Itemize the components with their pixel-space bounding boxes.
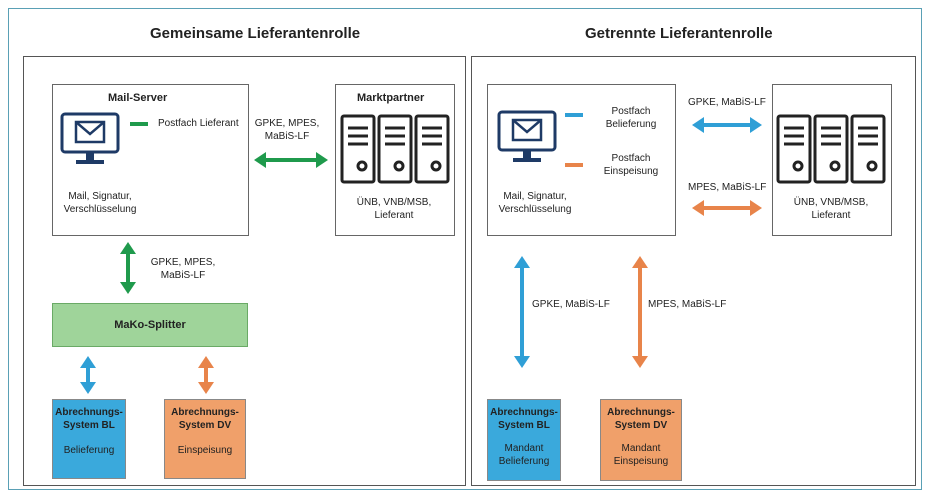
server-icon-right [776,114,886,184]
server-icon [340,114,450,184]
arrow-top-label: GPKE, MaBiS-LF [688,97,766,108]
v-arrow-label: GPKE, MPES, MaBiS-LF [150,257,216,281]
computer-mail-icon [60,112,120,168]
mail-server-caption: Mail, Signatur, Verschlüsselung [63,191,137,215]
right-system-bl: Abrechnungs- System BL Mandant Belieferu… [487,399,561,481]
orange-connector [565,163,583,167]
left-system-dv: Abrechnungs- System DV Einspeisung [164,399,246,479]
green-connector [130,122,148,126]
v-arrow-right-label: MPES, MaBiS-LF [648,299,727,310]
computer-mail-icon-right [497,110,557,166]
mailbox-einspeisung: Postfach Einspeisung [603,153,659,177]
h-arrow-label: GPKE, MPES, MaBiS-LF [254,118,320,142]
arrow-mid-label: MPES, MaBiS-LF [688,182,767,193]
mako-splitter: MaKo-Splitter [52,303,248,347]
mail-server-title: Mail-Server [108,92,168,104]
mailbox-belieferung: Postfach Belieferung [605,106,657,130]
left-title: Gemeinsame Lieferantenrolle [150,25,361,42]
blue-connector [565,113,583,117]
right-system-dv: Abrechnungs- System DV Mandant Einspeisu… [600,399,682,481]
marktpartner-title: Marktpartner [357,92,425,104]
marktpartner-caption: ÜNB, VNB/MSB, Lieferant [356,197,432,221]
right-title: Getrennte Lieferantenrolle [585,25,773,42]
mailbox-lieferant: Postfach Lieferant [158,118,239,129]
v-arrow-left-label: GPKE, MaBiS-LF [532,299,610,310]
mail-server-box [52,84,249,236]
right-partner-caption: ÜNB, VNB/MSB, Lieferant [793,197,869,221]
right-mail-caption: Mail, Signatur, Verschlüsselung [498,191,572,215]
left-system-bl: Abrechnungs- System BL Belieferung [52,399,126,479]
